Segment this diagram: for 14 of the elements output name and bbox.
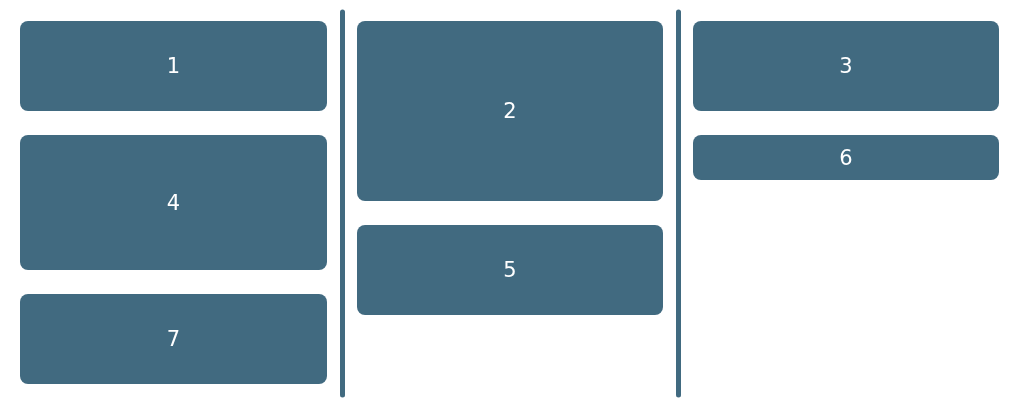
card-box (693, 21, 999, 111)
card-box (357, 225, 663, 315)
card-number: 3 (839, 54, 853, 78)
card-number: 1 (166, 54, 181, 78)
card-number: 7 (166, 327, 181, 351)
card-number: 5 (503, 258, 517, 282)
card-number: 6 (839, 145, 853, 170)
card-box (693, 135, 999, 180)
card-box (20, 21, 327, 111)
card-box (20, 294, 327, 384)
card-number: 2 (503, 99, 517, 123)
card-number: 4 (166, 190, 181, 215)
card-box (20, 135, 327, 270)
card-box (357, 21, 663, 201)
